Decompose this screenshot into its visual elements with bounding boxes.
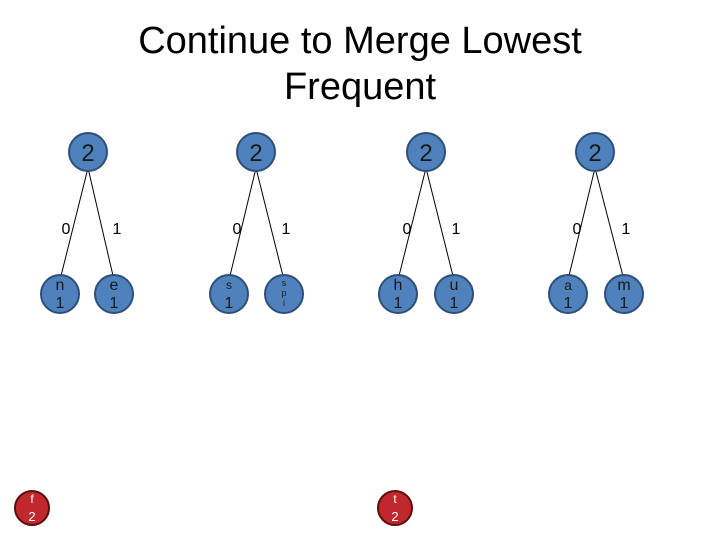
leaf-node-right: [94, 274, 134, 314]
leaf-right-char: e: [110, 277, 119, 294]
edge-right: [255, 167, 285, 281]
edge-label-right: 1: [113, 221, 122, 238]
parent-node: [575, 132, 615, 172]
tree-4: 2 0 1 a 1 m 1: [548, 132, 644, 314]
leaf-left-count: 1: [225, 295, 234, 312]
leaf-right-char: m: [617, 277, 630, 294]
red-node: [377, 490, 413, 526]
edge-left: [59, 167, 89, 281]
leaf-right-char: u: [450, 277, 459, 294]
leaf-node-left: [209, 274, 249, 314]
parent-node: [68, 132, 108, 172]
leaf-right-count: 1: [620, 295, 629, 312]
single-node-t: t 2: [377, 490, 413, 526]
tree-2: 2 0 1 s 1 s p i: [209, 132, 304, 314]
leaf-node-left: [40, 274, 80, 314]
red-node-char: f: [30, 492, 34, 506]
title-line-2: Frequent: [283, 66, 437, 108]
red-node-count: 2: [391, 509, 398, 524]
leaf-right-count: 1: [450, 295, 459, 312]
leaf-node-left: [378, 274, 418, 314]
red-node-count: 2: [28, 509, 35, 524]
leaf-right-char: s: [282, 278, 287, 288]
leaf-node-right: [434, 274, 474, 314]
parent-node: [406, 132, 446, 172]
edge-left: [228, 167, 257, 281]
red-node: [14, 490, 50, 526]
edge-right: [594, 167, 625, 281]
parent-node-count: 2: [81, 140, 94, 167]
leaf-node-left: [548, 274, 588, 314]
tree-1: 2 0 1 n 1 e 1: [40, 132, 134, 314]
leaf-node-right: [604, 274, 644, 314]
edge-label-right: 1: [282, 221, 291, 238]
tree-3: 2 0 1 h 1 u 1: [378, 132, 474, 314]
leaf-left-char: s: [226, 278, 232, 292]
edge-right: [425, 167, 455, 281]
edge-label-right: 1: [452, 221, 461, 238]
parent-node-count: 2: [419, 140, 432, 167]
edge-left: [567, 167, 596, 281]
leaf-right-count: 1: [110, 295, 119, 312]
title-line-1: Continue to Merge Lowest: [138, 20, 582, 62]
leaf-right-extra: i: [283, 298, 285, 308]
leaf-left-char: n: [56, 277, 65, 294]
leaf-node-right: [264, 274, 304, 314]
leaf-left-char: a: [564, 277, 572, 293]
edge-left: [397, 167, 427, 281]
leaf-left-char: h: [394, 277, 403, 294]
slide-title: Continue to Merge Lowest Frequent: [60, 18, 660, 110]
edge-label-left: 0: [233, 221, 242, 238]
edge-right: [87, 167, 115, 281]
edge-label-left: 0: [573, 221, 582, 238]
leaf-left-count: 1: [394, 295, 403, 312]
parent-node-count: 2: [588, 140, 601, 167]
single-node-f: f 2: [14, 490, 50, 526]
leaf-right-count: p: [281, 288, 286, 298]
parent-node-count: 2: [249, 140, 262, 167]
edge-label-right: 1: [622, 221, 631, 238]
parent-node: [236, 132, 276, 172]
edge-label-left: 0: [62, 221, 71, 238]
leaf-left-count: 1: [564, 295, 573, 312]
red-node-char: t: [393, 492, 397, 506]
leaf-left-count: 1: [56, 295, 65, 312]
edge-label-left: 0: [403, 221, 412, 238]
